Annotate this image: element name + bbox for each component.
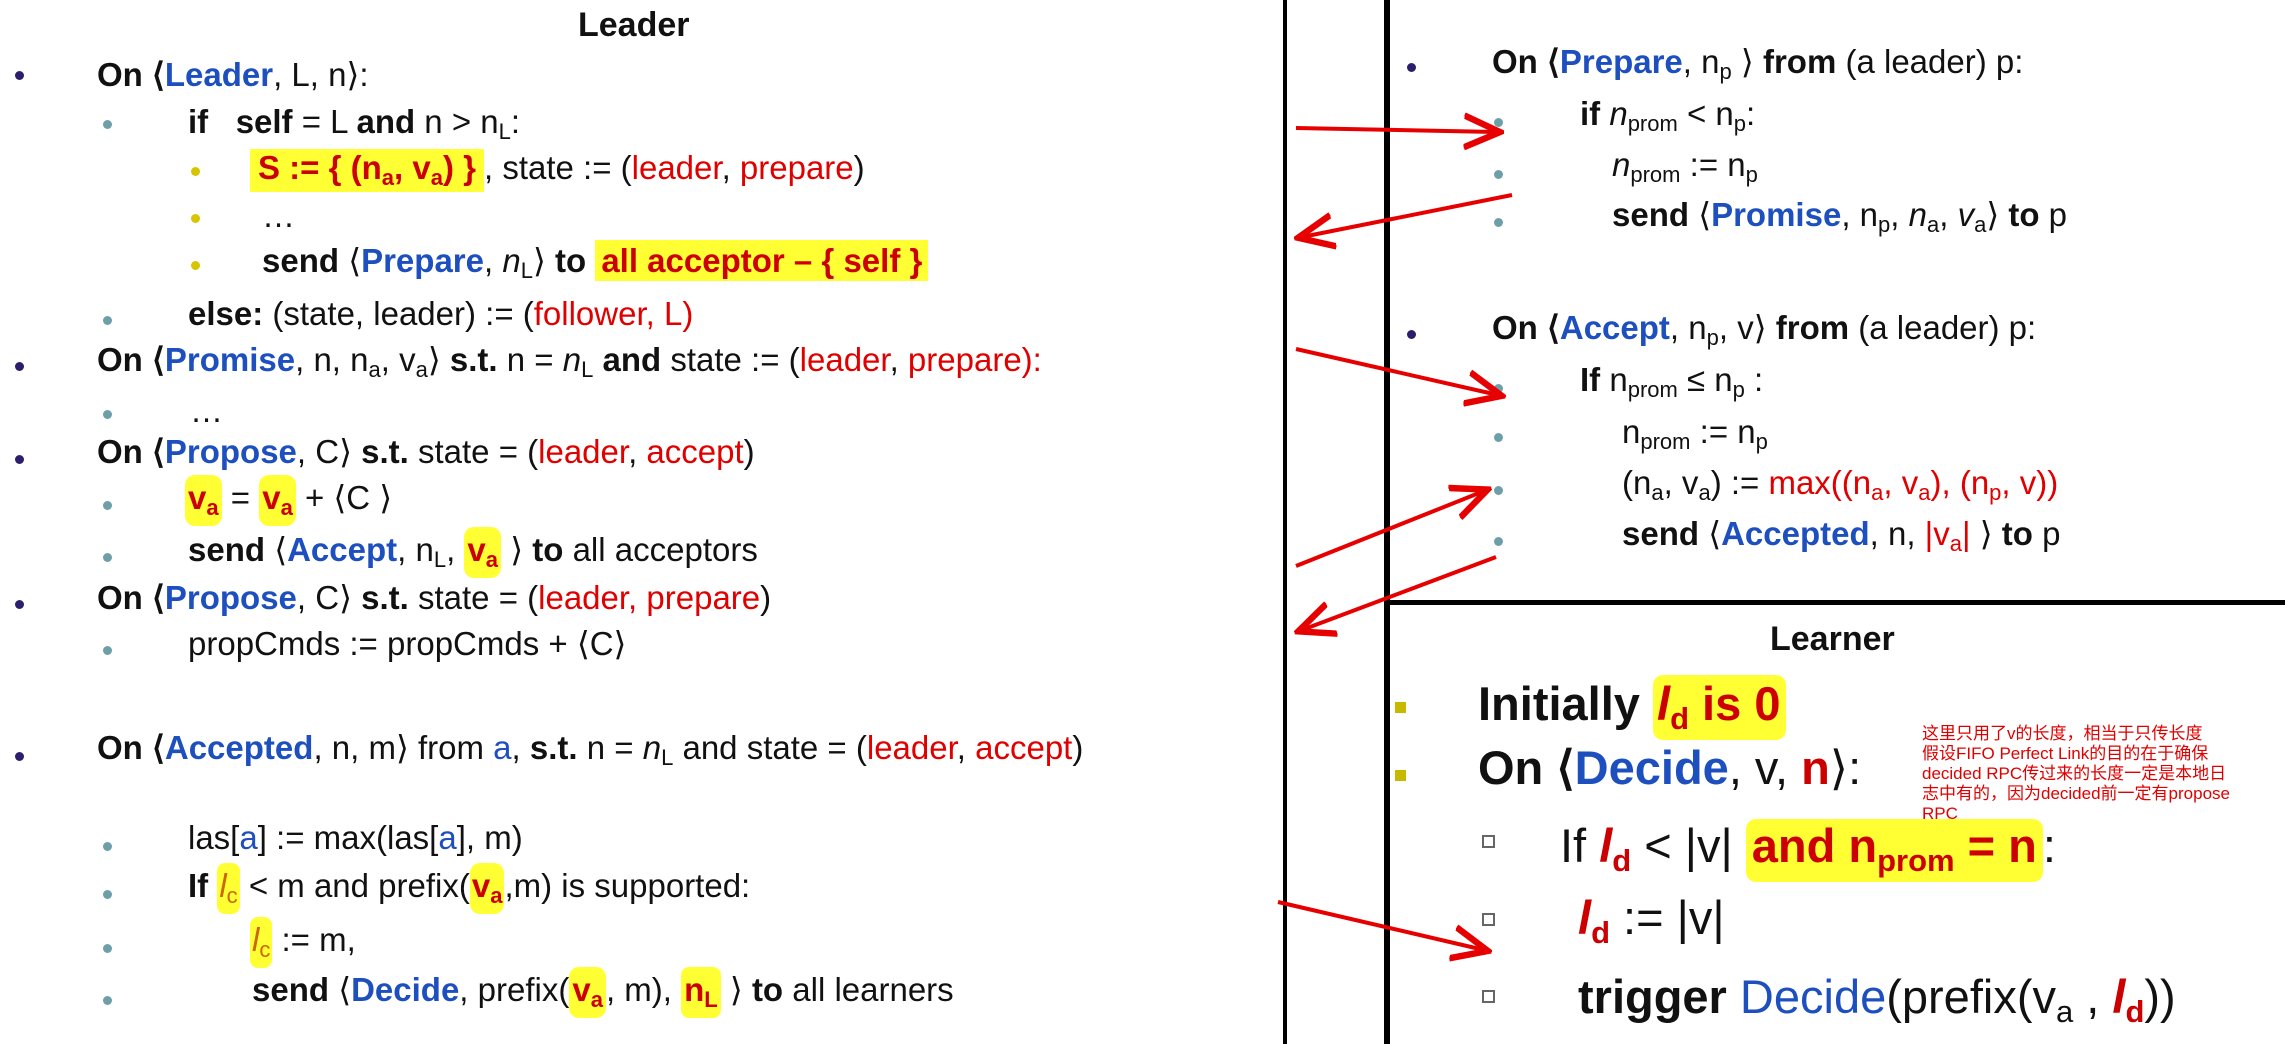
leader-line-16: If lc < m and prefix(va,m) is supported: <box>188 863 750 914</box>
bullet <box>103 646 112 655</box>
annotation-note-1: 这里只用了v的长度，相当于只传长度 <box>1922 724 2203 743</box>
square-bullet <box>1482 835 1495 848</box>
bullet <box>191 214 200 223</box>
divider-horizontal <box>1384 600 2285 605</box>
leader-line-7: On ⟨Promise, n, na, va⟩ s.t. n = nL and … <box>97 341 1042 382</box>
bullet <box>1494 384 1503 393</box>
bullet <box>103 842 112 851</box>
arrow-accepted <box>1302 555 1497 630</box>
square-bullet <box>1482 913 1495 926</box>
acceptor-line-6: If nprom ≤ np : <box>1580 361 1764 402</box>
annotation-note-4: 志中有的，因为decided前一定有propose <box>1922 784 2230 803</box>
divider-right <box>1384 0 1390 1044</box>
bullet <box>191 167 200 176</box>
leader-line-18: send ⟨Decide, prefix(va, m), nL ⟩ to all… <box>252 967 954 1018</box>
acceptor-line-9: send ⟨Accepted, n, |va| ⟩ to p <box>1622 515 2061 556</box>
bullet <box>15 71 24 80</box>
bullet <box>103 316 112 325</box>
leader-line-2: if self = L and n > nL: <box>188 103 521 144</box>
learner-line-3: If ld < |v| and nprom = n: <box>1560 818 2056 882</box>
learner-line-2: On ⟨Decide, v, n⟩: <box>1478 741 1862 794</box>
leader-line-3: S := { (na, va) }, state := (leader, pre… <box>250 148 865 192</box>
bullet <box>103 501 112 510</box>
bullet <box>1407 330 1416 339</box>
bullet <box>1494 486 1503 495</box>
annotation-note-2: 假设FIFO Perfect Link的目的在于确保 <box>1922 744 2209 763</box>
bullet <box>103 996 112 1005</box>
bullet <box>191 261 200 270</box>
arrow-accept <box>1295 347 1498 395</box>
annotation-note-3: decided RPC传过来的长度一定是本地日 <box>1922 764 2227 783</box>
arrow-accept-2 <box>1295 491 1484 568</box>
leader-line-14: On ⟨Accepted, n, m⟩ from a, s.t. n = nL … <box>97 729 1084 770</box>
leader-line-15: las[a] := max(las[a], m) <box>188 819 523 856</box>
acceptor-line-7: nprom := np <box>1622 413 1768 454</box>
bullet <box>1494 170 1503 179</box>
bullet <box>1494 433 1503 442</box>
learner-title: Learner <box>1770 620 1895 658</box>
leader-line-17: lc := m, <box>250 917 356 968</box>
square-bullet <box>1395 770 1406 781</box>
arrow-decide <box>1277 900 1484 950</box>
bullet <box>103 410 112 419</box>
leader-line-1: On ⟨Leader, L, n⟩: <box>97 56 369 93</box>
leader-line-8: … <box>190 392 223 429</box>
bullet <box>103 890 112 899</box>
bullet <box>103 120 112 129</box>
leader-line-9: On ⟨Propose, C⟩ s.t. state = (leader, ac… <box>97 433 755 470</box>
acceptor-line-5: On ⟨Accept, np, v⟩ from (a leader) p: <box>1492 309 2037 350</box>
leader-line-4: … <box>262 197 295 234</box>
bullet <box>103 553 112 562</box>
divider-left <box>1283 0 1287 1044</box>
bullet <box>15 455 24 464</box>
bullet <box>1494 118 1503 127</box>
acceptor-line-8: (na, va) := max((na, va), (np, v)) <box>1622 464 2059 505</box>
leader-line-11: send ⟨Accept, nL, va ⟩ to all acceptors <box>188 527 758 578</box>
learner-line-1: Initially ld is 0 <box>1478 675 1787 740</box>
leader-line-12: On ⟨Propose, C⟩ s.t. state = (leader, pr… <box>97 579 772 616</box>
leader-line-6: else: (state, leader) := (follower, L) <box>188 295 694 332</box>
bullet <box>1494 537 1503 546</box>
acceptor-line-4: send ⟨Promise, np, na, va⟩ to p <box>1612 196 2068 237</box>
annotation-note-5: RPC <box>1922 804 1958 823</box>
leader-line-10: va = va + ⟨C ⟩ <box>185 475 392 526</box>
acceptor-line-1: On ⟨Prepare, np ⟩ from (a leader) p: <box>1492 43 2024 84</box>
square-bullet <box>1395 702 1406 713</box>
leader-title: Leader <box>578 6 690 44</box>
learner-line-5: trigger Decide(prefix(va , ld)) <box>1578 970 2176 1029</box>
arrow-prepare <box>1295 128 1496 132</box>
square-bullet <box>1482 990 1495 1003</box>
bullet <box>15 600 24 609</box>
acceptor-line-3: nprom := np <box>1612 146 1758 187</box>
bullet <box>103 944 112 953</box>
acceptor-line-2: if nprom < np: <box>1580 95 1756 136</box>
arrow-promise <box>1302 193 1513 237</box>
bullet <box>1407 63 1416 72</box>
bullet <box>1494 218 1503 227</box>
leader-line-5: send ⟨Prepare, nL⟩ to all acceptor – { s… <box>262 240 929 282</box>
bullet <box>15 752 24 761</box>
learner-line-4: ld := |v| <box>1578 891 1725 950</box>
leader-line-13: propCmds := propCmds + ⟨C⟩ <box>188 625 627 662</box>
bullet <box>15 362 24 371</box>
